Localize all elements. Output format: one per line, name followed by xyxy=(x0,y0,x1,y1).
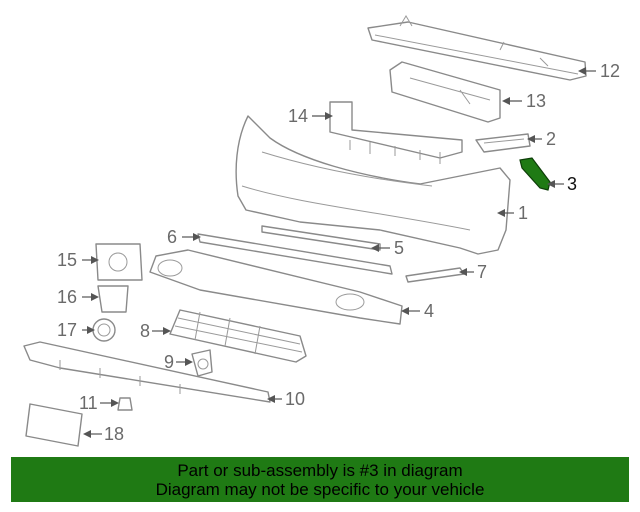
leader-lines xyxy=(82,67,596,438)
part-9-trim-ring xyxy=(191,349,213,377)
callout-15: 15 xyxy=(57,250,77,270)
callout-2: 2 xyxy=(546,129,556,149)
callout-4: 4 xyxy=(424,301,434,321)
callout-10: 10 xyxy=(285,389,305,409)
callout-16: 16 xyxy=(57,287,77,307)
part-3-bracket-highlighted xyxy=(519,157,551,191)
part-5-trim-strip xyxy=(261,225,381,251)
part-8-grille xyxy=(169,309,307,363)
callout-7: 7 xyxy=(477,262,487,282)
callout-18: 18 xyxy=(104,424,124,444)
callout-13: 13 xyxy=(526,91,546,111)
part-13-absorber xyxy=(389,61,501,123)
callout-9: 9 xyxy=(164,352,174,372)
part-16-bezel xyxy=(97,285,129,313)
part-11-clip xyxy=(117,397,133,411)
part-17-lamp xyxy=(92,318,116,342)
part-18-plate-bracket xyxy=(25,403,83,447)
callout-6: 6 xyxy=(167,227,177,247)
part-14-support-bracket xyxy=(329,101,463,164)
callout-1: 1 xyxy=(518,203,528,223)
part-7-side-trim xyxy=(405,267,465,283)
info-banner: Part or sub-assembly is #3 in diagram Di… xyxy=(11,457,629,502)
callout-3: 3 xyxy=(567,174,577,194)
callout-14: 14 xyxy=(288,106,308,126)
callout-17: 17 xyxy=(57,320,77,340)
callout-8: 8 xyxy=(140,321,150,341)
part-15-fog-bracket xyxy=(95,243,143,281)
banner-line-disclaimer: Diagram may not be specific to your vehi… xyxy=(155,480,485,499)
part-2-side-bracket xyxy=(475,133,531,153)
parts-diagram: 12 13 14 2 3 1 6 5 15 7 16 4 17 8 9 10 1… xyxy=(23,15,620,447)
banner-line-part: Part or sub-assembly is #3 in diagram xyxy=(177,461,463,480)
part-1-bumper-cover xyxy=(235,115,511,255)
part-4-lower-fascia xyxy=(149,249,403,325)
part-10-lower-valance xyxy=(23,341,271,403)
callout-11: 11 xyxy=(79,393,98,413)
part-6-trim-strip xyxy=(197,233,393,275)
part-12-reinforcement-beam xyxy=(367,15,587,81)
callout-12: 12 xyxy=(600,61,620,81)
callout-5: 5 xyxy=(394,238,404,258)
